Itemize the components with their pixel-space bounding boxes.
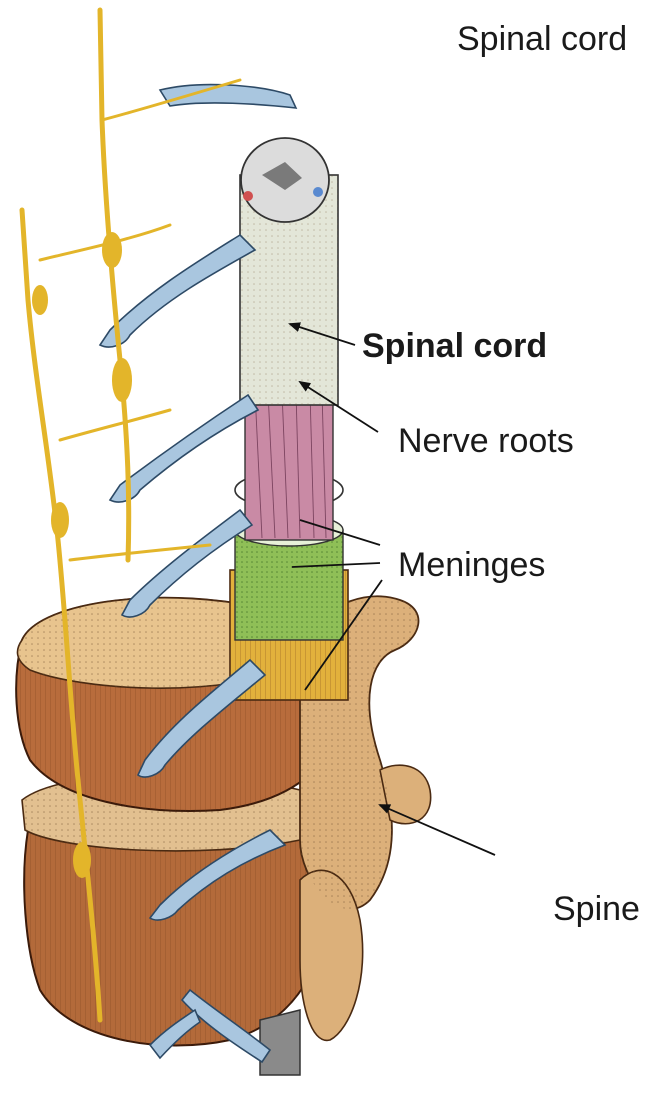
nerve-root-segment [245,390,333,540]
label-spinal-cord-top: Spinal cord [457,22,627,56]
label-nerve-roots: Nerve roots [398,424,574,458]
label-meninges: Meninges [398,548,545,582]
label-spine: Spine [553,892,640,926]
spinal-cord [240,138,338,405]
pointer-spine [380,805,495,855]
label-spinal-cord: Spinal cord [362,329,547,363]
